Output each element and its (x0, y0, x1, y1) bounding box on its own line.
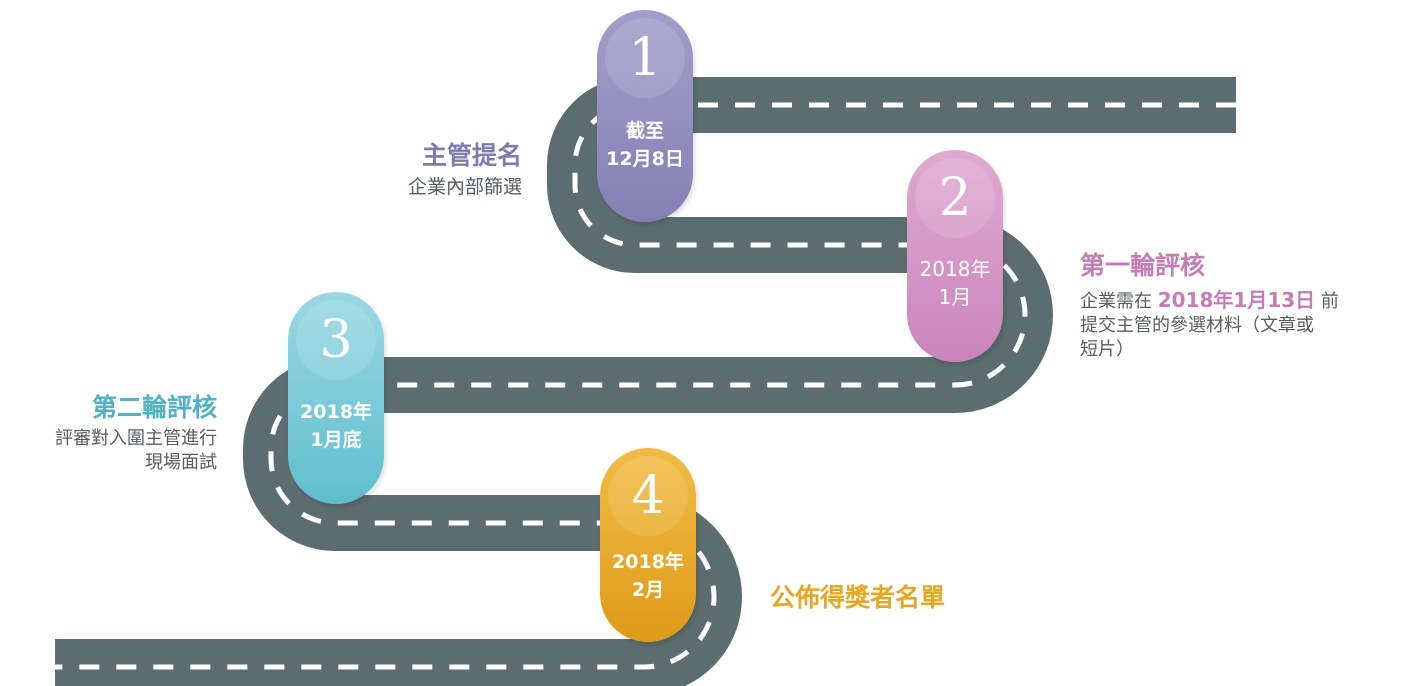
stage-1-number-circle: 1 (597, 10, 693, 106)
stage-2-description: 企業需在 2018年1月13日 前 提交主管的參選材料（文章或 短片） (1080, 288, 1339, 360)
stage-1-description: 企業內部篩選 (407, 176, 522, 198)
stage-3-title: 第二輪評核 (91, 393, 217, 422)
stage-4-number-circle: 4 (600, 448, 696, 544)
stage-1-date: 截至 12月8日 (606, 120, 684, 170)
stage-2-title: 第一輪評核 (1080, 251, 1206, 280)
stage-1-marker: 1 截至 12月8日 (597, 10, 693, 222)
stage-4-title: 公佈得獎者名單 (770, 583, 946, 612)
stage-3-description: 評審對入圍主管進行 現場面試 (55, 428, 217, 473)
stage-2-date: 2018年 1月 (919, 257, 991, 309)
stage-4-marker: 4 2018年 2月 (600, 448, 696, 642)
stage-1-title: 主管提名 (421, 141, 522, 170)
stage-4-number: 4 (631, 466, 665, 526)
stage-4-date: 2018年 2月 (612, 551, 684, 601)
stage-2-marker: 2 2018年 1月 (907, 150, 1003, 362)
stage-3-number-circle: 3 (288, 292, 384, 388)
stage-3-number: 3 (319, 310, 353, 370)
stage-3-marker: 3 2018年 1月底 (288, 292, 384, 504)
stage-2-number: 2 (938, 168, 972, 228)
stage-3-date: 2018年 1月底 (300, 401, 372, 451)
stage-2-number-circle: 2 (907, 150, 1003, 246)
stage-1-number: 1 (628, 28, 662, 88)
stage-2-deadline-highlight: 2018年1月13日 (1157, 288, 1316, 312)
